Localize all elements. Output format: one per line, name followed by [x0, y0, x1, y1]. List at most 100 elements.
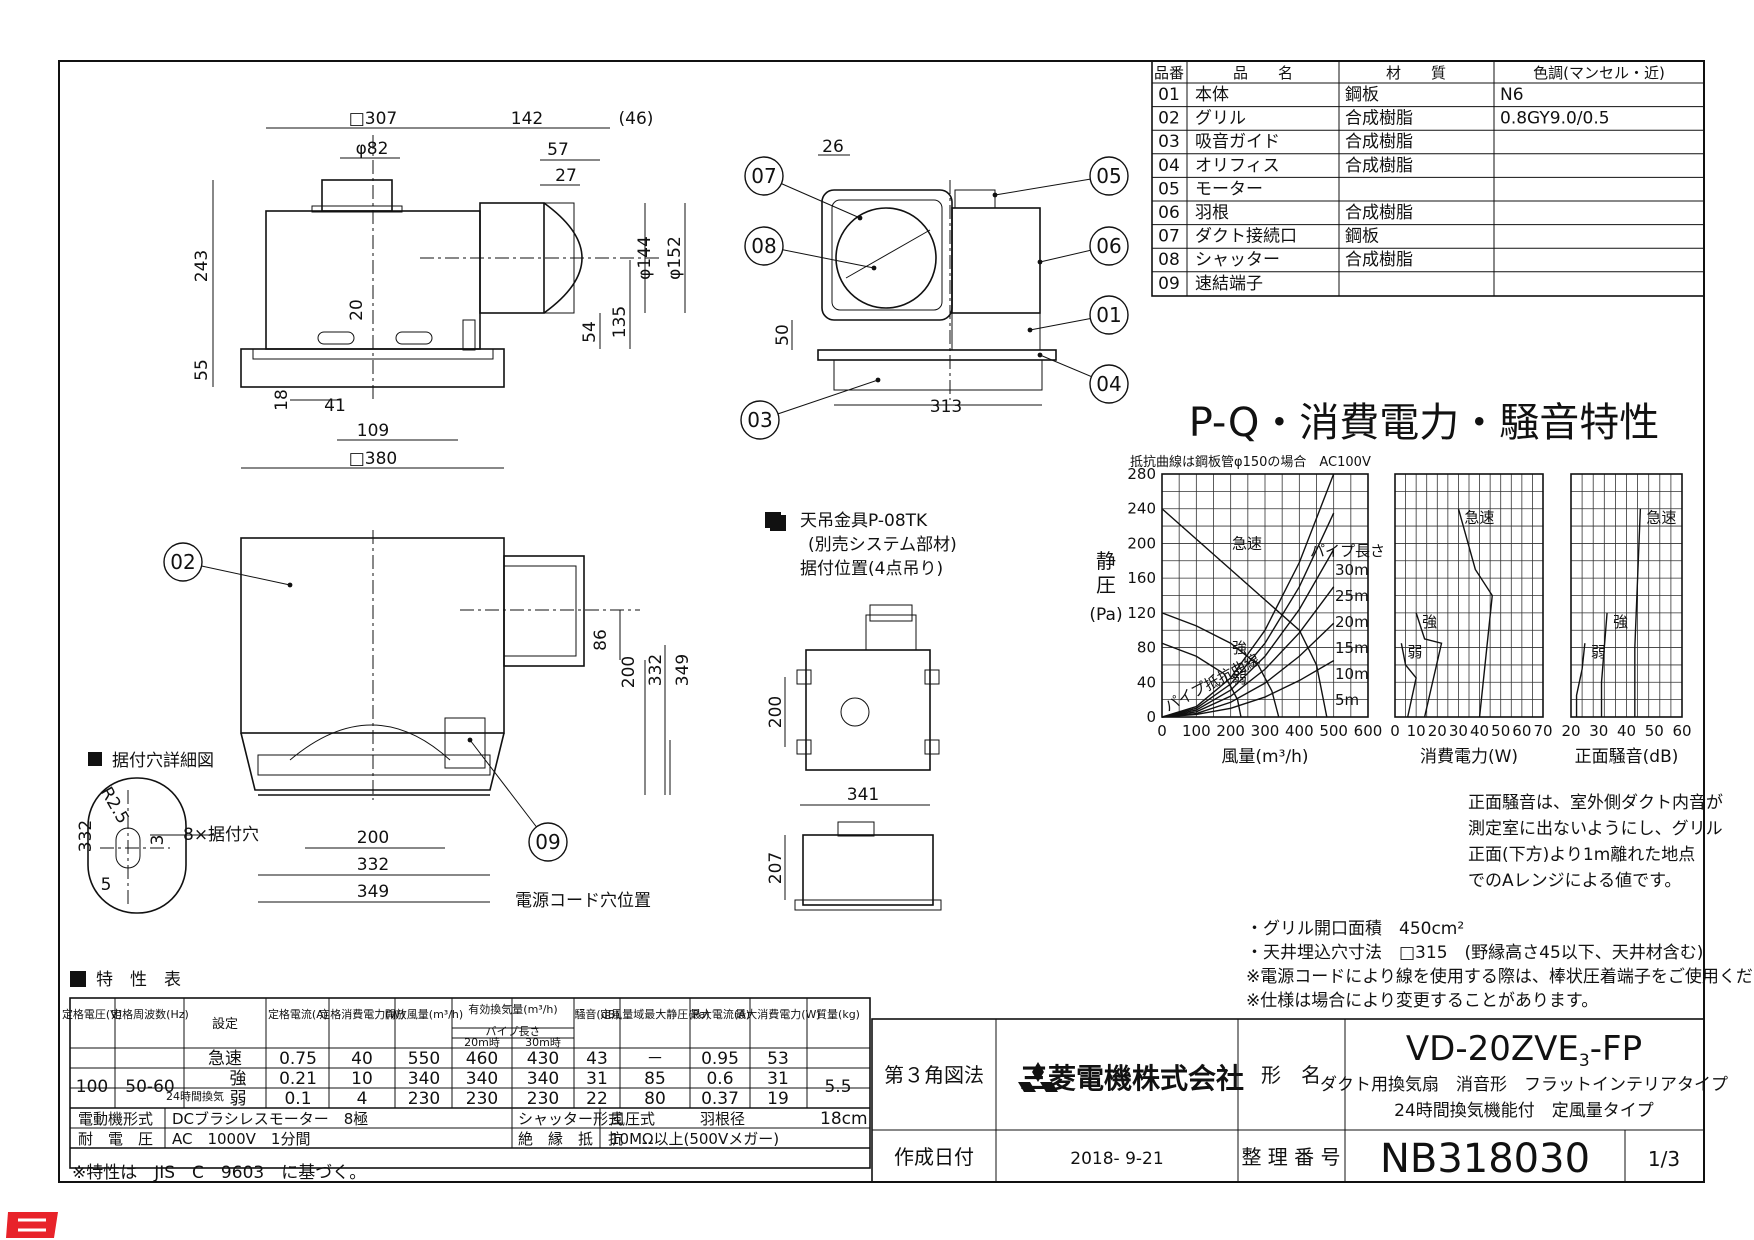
spec-row-2-noise: 22: [586, 1089, 608, 1109]
chart-0-xlabel: 風量(m³/h): [1221, 747, 1308, 767]
spec-motor_label: 電動機形式: [78, 1110, 153, 1128]
spec-headers-noise: 騒音(dB): [574, 1007, 619, 1021]
dim-hanger-1: 341: [847, 785, 879, 805]
spec-row-2-power: 4: [357, 1089, 368, 1109]
chart-1-series-label-1: 強: [1422, 613, 1437, 631]
spec-row-1-current: 0.21: [279, 1069, 317, 1089]
char-title: 特 性 表: [96, 970, 181, 990]
spec-mass: 5.5: [824, 1077, 851, 1097]
spec-row-2-max_current: 0.37: [701, 1089, 739, 1109]
dim-front-12: 55: [192, 359, 212, 381]
chart-2-xtick-0: 20: [1561, 722, 1580, 740]
hanger-view: [770, 515, 942, 911]
parts-cell-9-2: 速結端子: [1195, 274, 1263, 294]
parts-cell-3-1: 03: [1158, 132, 1180, 152]
spec-row-2-max_power: 19: [767, 1089, 789, 1109]
company-name: 三菱電機株式会社: [1020, 1062, 1244, 1095]
spec-row-1-setting: 強: [230, 1069, 247, 1089]
spec-row-2-open_air: 230: [408, 1089, 440, 1109]
spec-blade_value: 18cm: [820, 1109, 868, 1129]
spec-blade_label: 羽根径: [700, 1110, 745, 1128]
parts-cell-8-3: 合成樹脂: [1345, 250, 1413, 270]
chart-0-xtick-0: 0: [1157, 722, 1167, 740]
callout-circle-07: [744, 156, 784, 196]
hanger-title: 天吊金具P-08TK: [800, 511, 928, 531]
parts-header-material: 材 質: [1386, 64, 1446, 82]
spec-freq: 50-60: [125, 1077, 174, 1097]
labels: 天吊金具P-08TK (別売システム部材) 据付位置(4点吊り) 据付穴詳細図 …: [72, 511, 1754, 1183]
chart-subtitle: 抵抗曲線は鋼板管φ150の場合 AC100V: [1130, 454, 1371, 470]
parts-cell-1-1: 01: [1158, 85, 1180, 105]
spec-row-1-noise: 31: [586, 1069, 608, 1089]
chart-1-series-0: [1457, 508, 1493, 718]
chart-1-xtick-0: 0: [1390, 722, 1400, 740]
dim-bottom-5: 332: [357, 855, 389, 875]
hanger-sub1: (別売システム部材): [808, 535, 957, 555]
parts-header-name: 品 名: [1233, 64, 1293, 82]
dim-front-5: 27: [555, 166, 577, 186]
chart-1-xtick-7: 70: [1533, 722, 1552, 740]
parts-cell-5-1: 05: [1158, 179, 1180, 199]
dim-front-1: 142: [511, 109, 543, 129]
chart-1-xlabel: 消費電力(W): [1420, 747, 1518, 767]
hanger-sub2: 据付位置(4点吊り): [800, 559, 943, 579]
parts-cell-1-3: 鋼板: [1345, 85, 1379, 105]
spec-headers-max_current: 最大電流(A): [690, 1007, 750, 1021]
chart-1-xtick-5: 50: [1491, 722, 1510, 740]
spec-group-label: 24時間換気: [166, 1089, 224, 1103]
spec-note-3: ※電源コードにより線を使用する際は、棒状圧着端子をご使用ください。: [1246, 966, 1754, 987]
spec-row-2-p30: 230: [527, 1089, 559, 1109]
chart-1-series-label-0: 急速: [1464, 509, 1494, 527]
parts-cell-7-1: 07: [1158, 227, 1180, 247]
date-label: 作成日付: [894, 1145, 974, 1169]
parts-cell-7-3: 鋼板: [1345, 227, 1379, 247]
dim-bottom-0: 86: [591, 629, 611, 651]
callout-07: 07: [751, 164, 776, 188]
parts-cell-1-4: N6: [1500, 85, 1524, 105]
chart-pipe-length-1: 25m: [1335, 587, 1369, 605]
spec-row-1-power: 10: [351, 1069, 373, 1089]
spec-row-0-p20: 460: [466, 1049, 498, 1069]
chart-pipe-length-0: 30m: [1335, 561, 1369, 579]
cord-hole-label: 電源コード穴位置: [515, 891, 651, 911]
chart-ytick-6: 240: [1127, 500, 1156, 518]
chart-ytick-2: 80: [1137, 639, 1156, 657]
spec-headers-current: 定格電流(A): [268, 1007, 328, 1021]
chart-1-xtick-6: 60: [1512, 722, 1531, 740]
chart-2-series-2: [1575, 643, 1586, 717]
chart-0-series-1: [1161, 612, 1280, 718]
model-label: 形 名: [1261, 1063, 1321, 1087]
noise-note-4: でのAレンジによる値です。: [1468, 871, 1681, 891]
chart-0-series-label-0: 急速: [1232, 535, 1262, 553]
chart-pipe-curve-1: [1161, 512, 1335, 718]
noise-note-3: 正面(下方)より1m離れた地点: [1468, 845, 1695, 865]
dim-bottom-2: 332: [646, 654, 666, 686]
spec-headers-power: 定格消費電力(W): [319, 1007, 404, 1021]
detail-holes: 8×据付穴: [183, 825, 259, 845]
chart-2-xtick-2: 40: [1617, 722, 1636, 740]
dim-front-7: 20: [347, 299, 367, 321]
parts-cell-2-2: グリル: [1195, 109, 1246, 129]
dim-side-2: 313: [930, 397, 962, 417]
dim-front-13: 18: [272, 389, 292, 411]
chart-2-xtick-3: 50: [1645, 722, 1664, 740]
dim-front-15: 109: [357, 421, 389, 441]
chart-0-xtick-6: 600: [1354, 722, 1383, 740]
page-number: 1/3: [1648, 1147, 1680, 1171]
spec-table: 定格電圧(V)定格周波数(Hz)設定定格電流(A)定格消費電力(W)開放風量(m…: [62, 971, 871, 1169]
spec-row-0-current: 0.75: [279, 1049, 317, 1069]
callout-09: 09: [535, 830, 560, 854]
parts-cell-6-3: 合成樹脂: [1345, 203, 1413, 223]
chart-ylabel-b: 圧: [1096, 573, 1116, 597]
model-desc-1: ダクト用換気扇 消音形 フラットインテリアタイプ: [1320, 1075, 1728, 1095]
spec-row-0-noise: 43: [586, 1049, 608, 1069]
parts-cell-4-2: オリフィス: [1195, 156, 1280, 176]
parts-cell-8-1: 08: [1158, 250, 1180, 270]
spec-footnote: ※特性は JIS C 9603 に基づく。: [72, 1163, 366, 1183]
spec-insulation_value: 10MΩ以上(500Vメガー): [610, 1130, 779, 1148]
chart-1-series-2: [1400, 643, 1417, 718]
chart-pipe-length-4: 10m: [1335, 665, 1369, 683]
